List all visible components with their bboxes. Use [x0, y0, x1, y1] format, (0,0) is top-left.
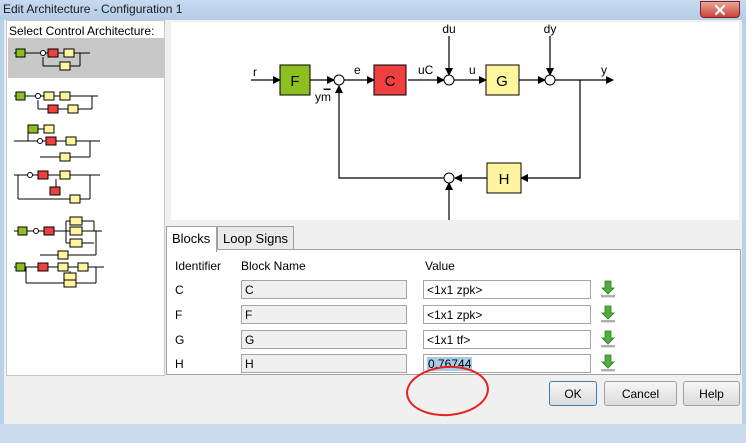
window-bottom-border [0, 424, 746, 443]
blocks-table: Identifier Block Name Value C C <1x1 zpk… [166, 249, 741, 419]
row-identifier: F [175, 308, 183, 322]
block-name-field[interactable]: F [241, 305, 407, 324]
row-identifier: G [175, 333, 185, 347]
signal-dy: dy [544, 22, 557, 36]
architecture-option-2[interactable] [8, 79, 164, 119]
block-value-field[interactable]: <1x1 tf> [423, 330, 591, 349]
block-h-label: H [499, 171, 510, 188]
block-g[interactable] [485, 64, 520, 96]
header-value: Value [425, 259, 455, 273]
block-name-field[interactable]: H [241, 354, 407, 373]
dialog-client: Select Control Architecture: [4, 20, 742, 424]
signal-r: r [253, 65, 257, 79]
block-diagram-svg: F C G H r e uC u y du dy ym n − [251, 22, 614, 233]
header-identifier: Identifier [175, 259, 222, 273]
tab-loop-signs[interactable]: Loop Signs [217, 226, 294, 250]
block-f-label: F [290, 73, 299, 90]
block-value-field[interactable]: <1x1 zpk> [423, 305, 591, 324]
wire-feedback-to-h [520, 80, 581, 182]
tab-blocks[interactable]: Blocks [166, 226, 217, 252]
title-bar: Edit Architecture - Configuration 1 [0, 0, 746, 20]
architecture-thumbnail-3 [14, 124, 100, 162]
row-identifier: C [175, 283, 184, 297]
architecture-thumbnail-4 [14, 170, 100, 204]
help-button[interactable]: Help [683, 381, 740, 406]
architecture-thumbnail-1 [14, 48, 90, 71]
block-name-field[interactable]: C [241, 280, 407, 299]
import-icon[interactable] [599, 354, 617, 372]
signal-ym: ym [315, 90, 331, 104]
highlight-circle-annotation [404, 363, 491, 419]
architecture-thumbnail-6 [14, 262, 104, 288]
architecture-thumbnail-2 [14, 91, 98, 114]
block-name-field[interactable]: G [241, 330, 407, 349]
close-button[interactable] [700, 1, 740, 18]
sum-junction-du [443, 74, 455, 86]
ok-button[interactable]: OK [549, 381, 597, 406]
block-diagram: F C G H r e uC u y du dy ym n − [171, 22, 739, 233]
signal-e: e [354, 63, 361, 77]
block-value-field[interactable]: 0.76744 [423, 354, 591, 373]
block-c[interactable] [373, 64, 407, 96]
architecture-option-3[interactable] [8, 119, 164, 163]
sum-junction-e [333, 74, 345, 86]
sum-junction-n [443, 172, 455, 184]
cancel-button[interactable]: Cancel [604, 381, 677, 406]
signal-du: du [442, 22, 455, 36]
architecture-option-4[interactable] [8, 165, 164, 215]
sum-junction-dy [544, 74, 556, 86]
import-icon[interactable] [599, 280, 617, 298]
signal-u: u [469, 63, 476, 77]
import-icon[interactable] [599, 305, 617, 323]
window-title: Edit Architecture - Configuration 1 [3, 2, 183, 16]
signal-n: n [446, 219, 453, 220]
architecture-option-6[interactable] [8, 253, 164, 293]
block-f[interactable] [279, 64, 311, 96]
block-c-label: C [385, 73, 396, 90]
import-icon[interactable] [599, 330, 617, 348]
feedback-sign: − [323, 81, 331, 97]
architecture-option-5[interactable] [8, 213, 164, 261]
block-g-label: G [496, 73, 508, 90]
block-value-field[interactable]: <1x1 zpk> [423, 280, 591, 299]
block-h[interactable] [486, 162, 522, 194]
close-icon [714, 4, 726, 15]
signal-uC: uC [418, 63, 434, 77]
architecture-thumbnail-5 [14, 216, 102, 260]
wire-ym [335, 85, 444, 179]
signal-y: y [601, 63, 607, 77]
architecture-list[interactable]: Select Control Architecture: [6, 20, 165, 376]
architecture-option-1[interactable] [8, 38, 164, 78]
row-identifier: H [175, 357, 184, 371]
selected-value-text: 0.76744 [427, 357, 473, 371]
header-block-name: Block Name [241, 259, 306, 273]
architecture-list-label: Select Control Architecture: [9, 24, 155, 38]
